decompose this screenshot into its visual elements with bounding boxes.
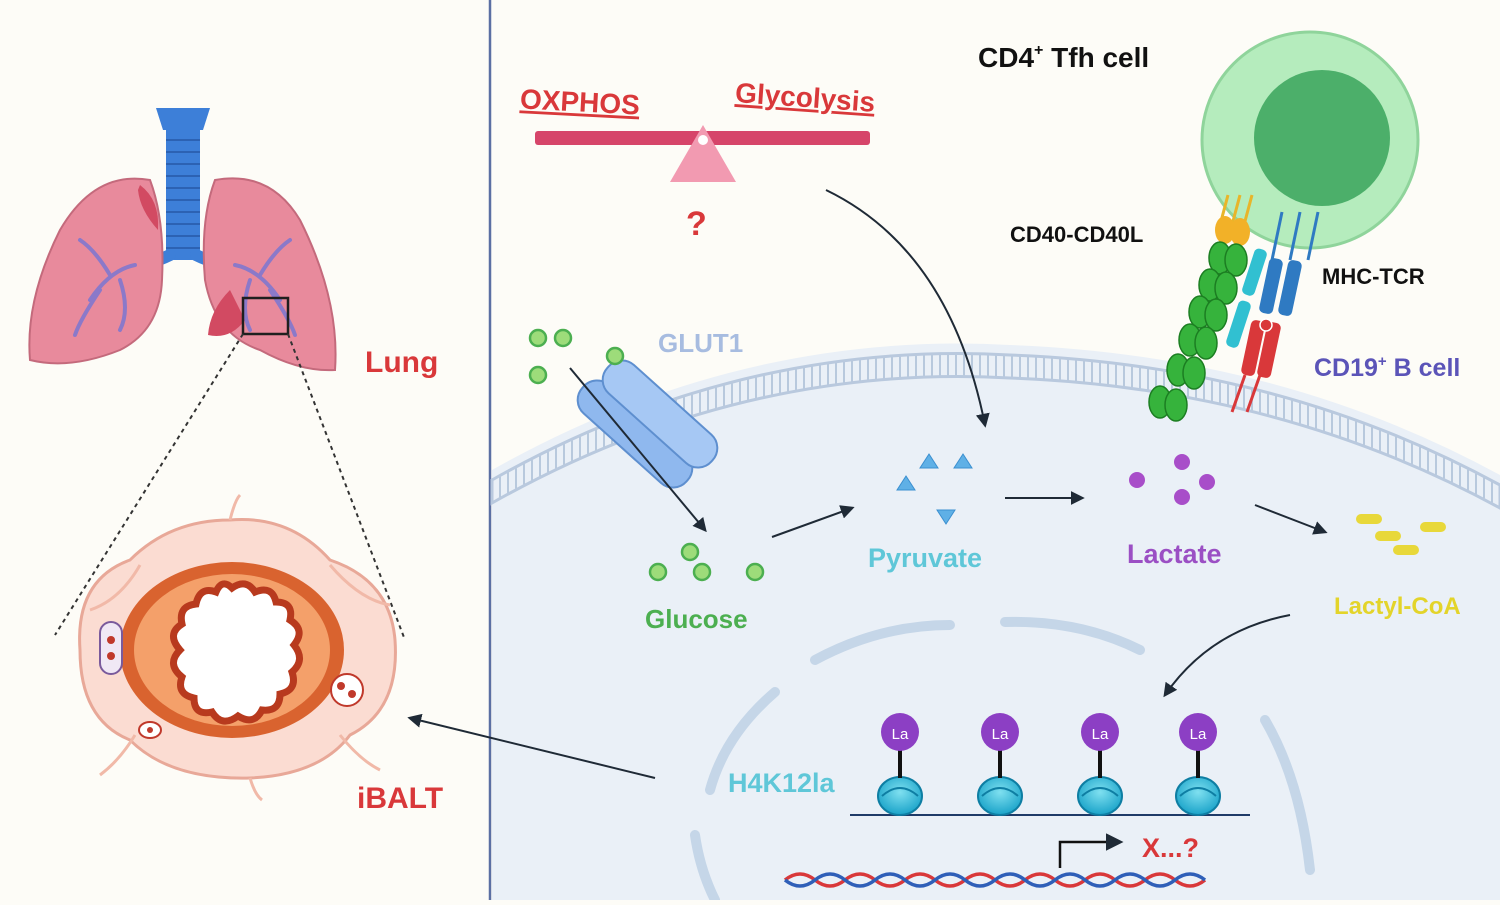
nucleosome-icon: La	[1077, 713, 1123, 816]
b-cell-body	[492, 343, 1500, 900]
lactyl-coa-molecules	[1356, 514, 1446, 555]
tfh-cell-label: CD4+ Tfh cell	[978, 42, 1149, 73]
ibalt-airway-icon	[78, 493, 397, 802]
la-mark-2: La	[992, 726, 1009, 743]
lung-label: Lung	[365, 346, 438, 379]
glycolysis-label: Glycolysis	[734, 77, 876, 118]
b-cell-label: CD19+ B cell	[1314, 353, 1460, 382]
glut1-label: GLUT1	[658, 328, 743, 358]
ibalt-label: iBALT	[357, 782, 443, 815]
glucose-molecules-inside	[648, 542, 765, 582]
la-mark-3: La	[1092, 726, 1109, 743]
zoom-line-left	[54, 333, 244, 636]
h4k12la-label: H4K12la	[728, 768, 836, 798]
oxphos-label: OXPHOS	[519, 83, 640, 120]
mhc-tcr-label: MHC-TCR	[1322, 264, 1425, 289]
seesaw-icon	[535, 125, 870, 182]
lactate-molecules	[1129, 454, 1215, 505]
nucleosome-icon: La	[977, 713, 1023, 816]
question-mark: ?	[686, 205, 707, 243]
transcription-start-arrow-icon	[1058, 833, 1124, 868]
h4k12la-to-ibalt-arrow	[407, 713, 656, 779]
lactyl-coa-label: Lactyl-CoA	[1334, 593, 1461, 620]
glucose-label: Glucose	[645, 604, 748, 634]
nucleosome-icon: La	[877, 713, 923, 816]
glucose-molecules-outside	[528, 328, 625, 385]
glycolysis-to-pyruvate-arrow	[825, 189, 990, 428]
lactate-to-lactylcoa-arrow	[1254, 504, 1328, 535]
zoom-line-right	[287, 333, 406, 641]
mhc-tcr-complex	[1226, 211, 1320, 413]
nucleosome-icon: La	[1175, 713, 1221, 816]
cd40-cd40l-complex	[1148, 194, 1254, 422]
pathway-arrows	[407, 189, 1328, 779]
la-mark-1: La	[892, 726, 909, 743]
dna-helix-icon	[783, 872, 1207, 888]
lactate-label: Lactate	[1127, 539, 1222, 569]
b-cell-membrane	[490, 352, 1500, 510]
cd40-label: CD40-CD40L	[1010, 222, 1143, 247]
x-gene-label: X...?	[1142, 833, 1199, 863]
glucose-to-pyruvate-arrow	[771, 505, 855, 538]
zoom-box	[241, 296, 290, 336]
lactylcoa-to-histone-arrow	[1163, 614, 1291, 698]
pyruvate-molecules	[896, 453, 973, 525]
tfh-cell-icon	[1200, 30, 1420, 250]
nucleus-envelope	[690, 616, 1315, 905]
la-mark-4: La	[1190, 726, 1207, 743]
pyruvate-label: Pyruvate	[868, 543, 982, 573]
glut1-transporter-icon	[576, 359, 719, 489]
glucose-uptake-arrow	[569, 367, 707, 533]
lung-icon	[28, 108, 337, 372]
